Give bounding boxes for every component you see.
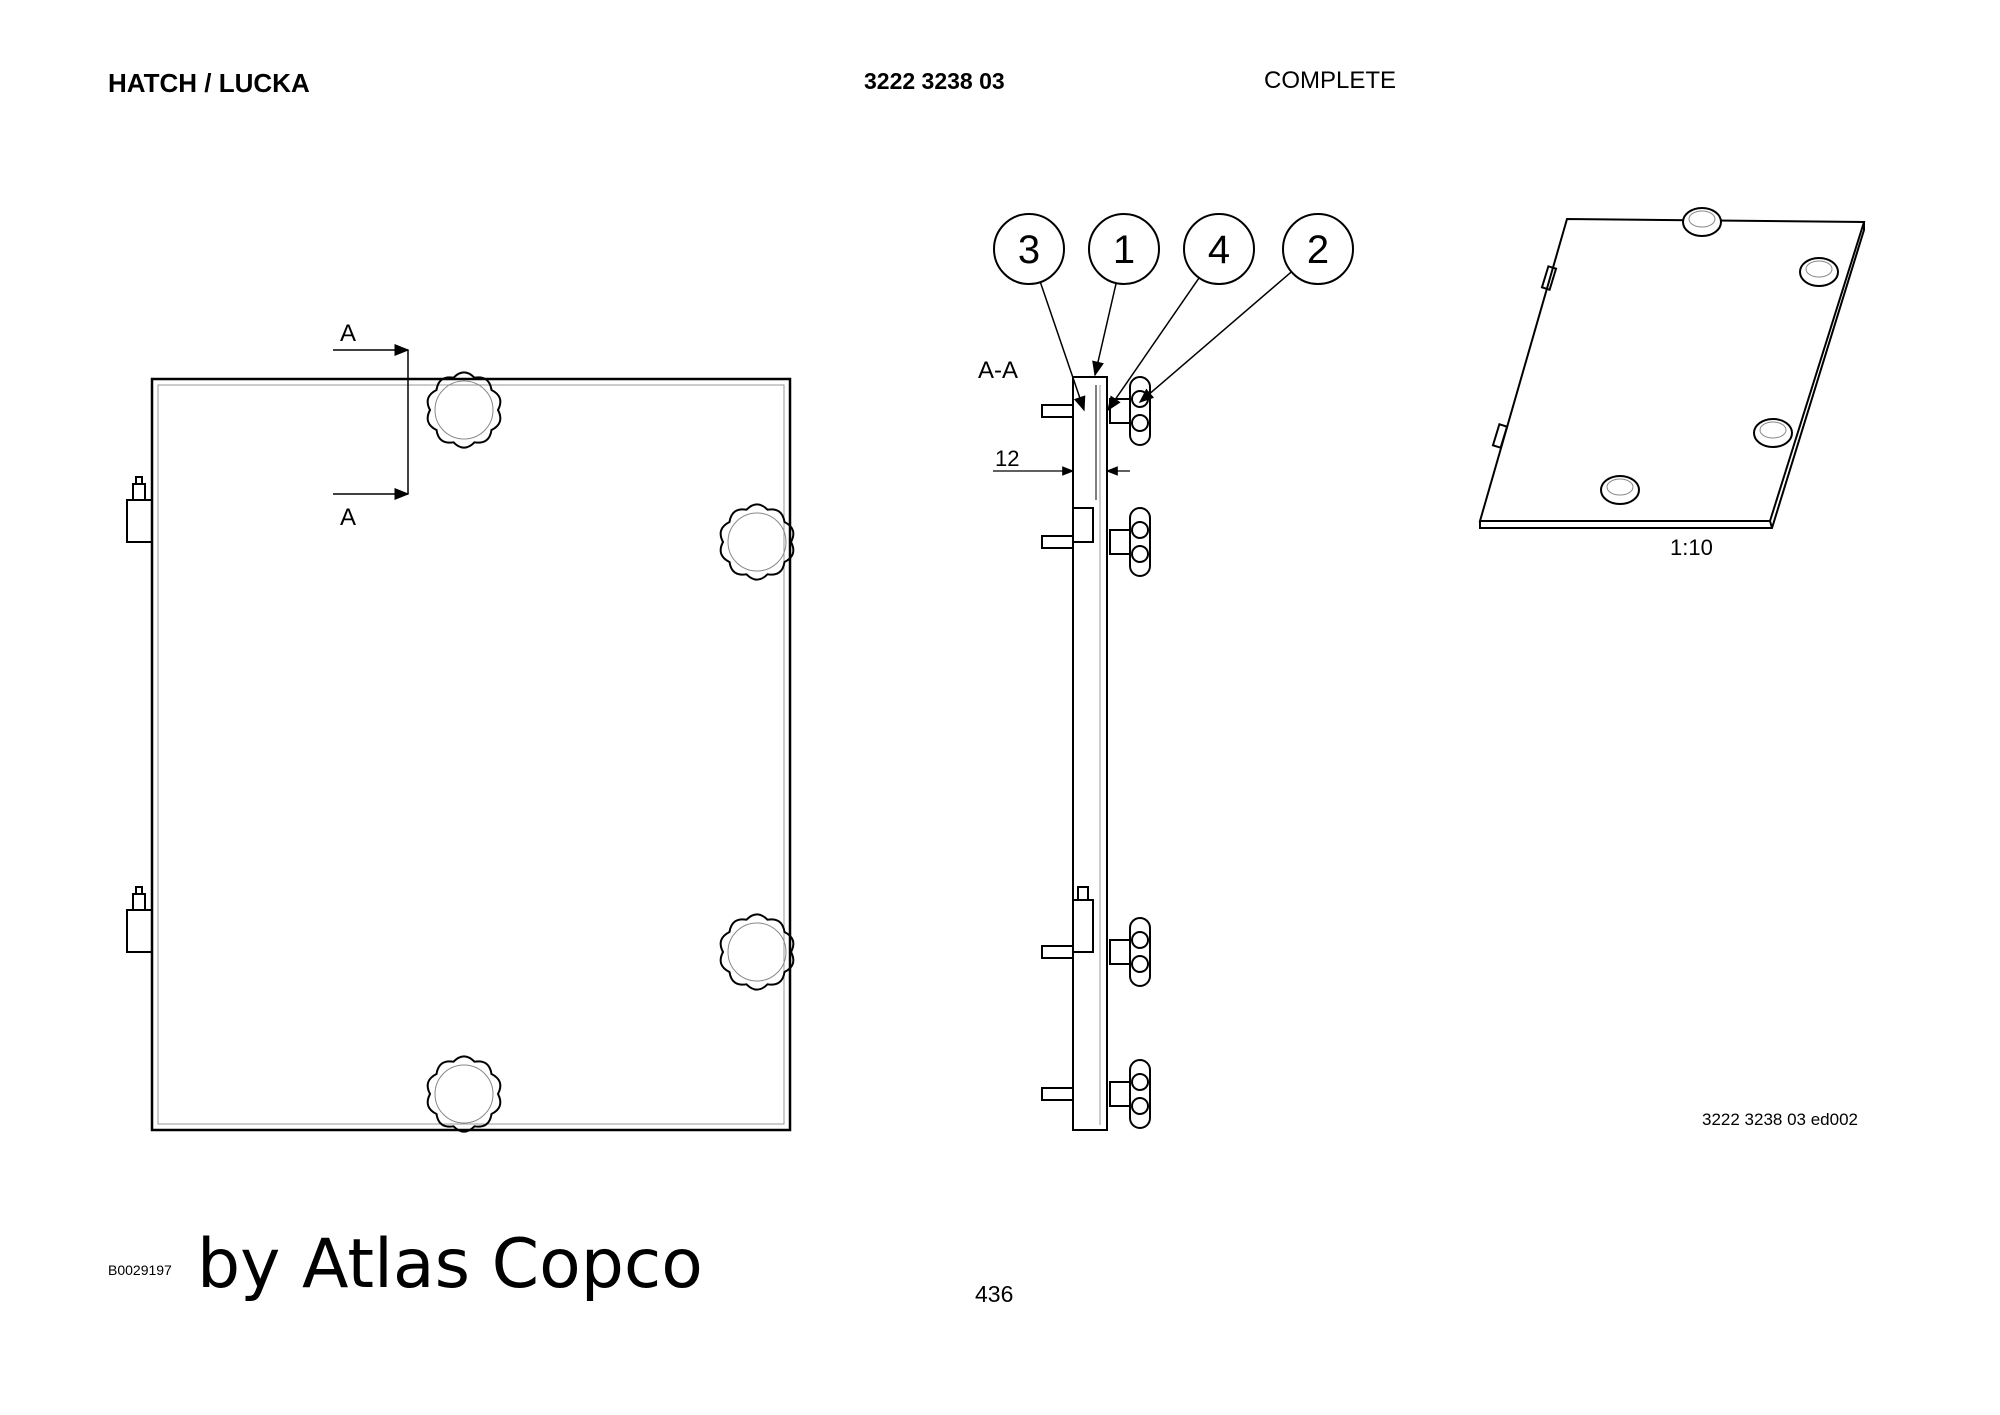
edition-label: 3222 3238 03 ed002 [1702, 1110, 1858, 1129]
bolt-pin [1041, 945, 1074, 959]
knob-icon [1129, 1059, 1151, 1129]
hinge-bottom [126, 886, 153, 953]
section-label: A-A [978, 357, 1018, 384]
section-view: A-A 12 3 1 4 2 [978, 213, 1354, 1131]
brand-label: by Atlas Copco [197, 1225, 703, 1304]
part-number: 3222 3238 03 [864, 68, 1005, 94]
page-number: 436 [975, 1281, 1014, 1307]
knob-icon [719, 503, 795, 581]
knob-icon [1129, 917, 1151, 987]
knob-icon [1600, 475, 1640, 505]
document-id: B0029197 [108, 1262, 172, 1278]
scale-label: 1:10 [1670, 535, 1713, 560]
knob-icon [426, 1055, 502, 1133]
knob-icon [1682, 207, 1722, 237]
knob-icon [426, 371, 502, 449]
section-cut-line [333, 344, 410, 500]
dimension-label: 12 [995, 446, 1019, 471]
isometric-view: 1:10 [1478, 207, 1866, 560]
item-balloon-2: 2 [1138, 213, 1354, 403]
knob-icon [1753, 418, 1793, 448]
section-marker-top: A [340, 320, 356, 347]
balloon-number: 4 [1208, 228, 1230, 272]
knob-icon [1129, 376, 1151, 446]
drawing-title: HATCH / LUCKA [108, 68, 310, 98]
item-balloon-1: 1 [1088, 213, 1160, 377]
balloon-number: 2 [1307, 228, 1329, 272]
knob-icon [1799, 257, 1839, 287]
assembly-status: COMPLETE [1264, 67, 1397, 94]
item-balloon-4: 4 [1107, 213, 1255, 412]
bolt-pin [1041, 404, 1074, 418]
bolt-pin [1041, 1087, 1074, 1101]
balloon-number: 1 [1113, 228, 1135, 272]
knob-icon [719, 913, 795, 991]
knob-icon [1129, 507, 1151, 577]
hinge-top [126, 476, 153, 543]
item-balloon-3: 3 [993, 213, 1086, 412]
section-marker-bottom: A [340, 504, 356, 531]
balloon-number: 3 [1018, 228, 1040, 272]
bolt-pin [1041, 535, 1074, 549]
front-view: A A [126, 320, 795, 1133]
